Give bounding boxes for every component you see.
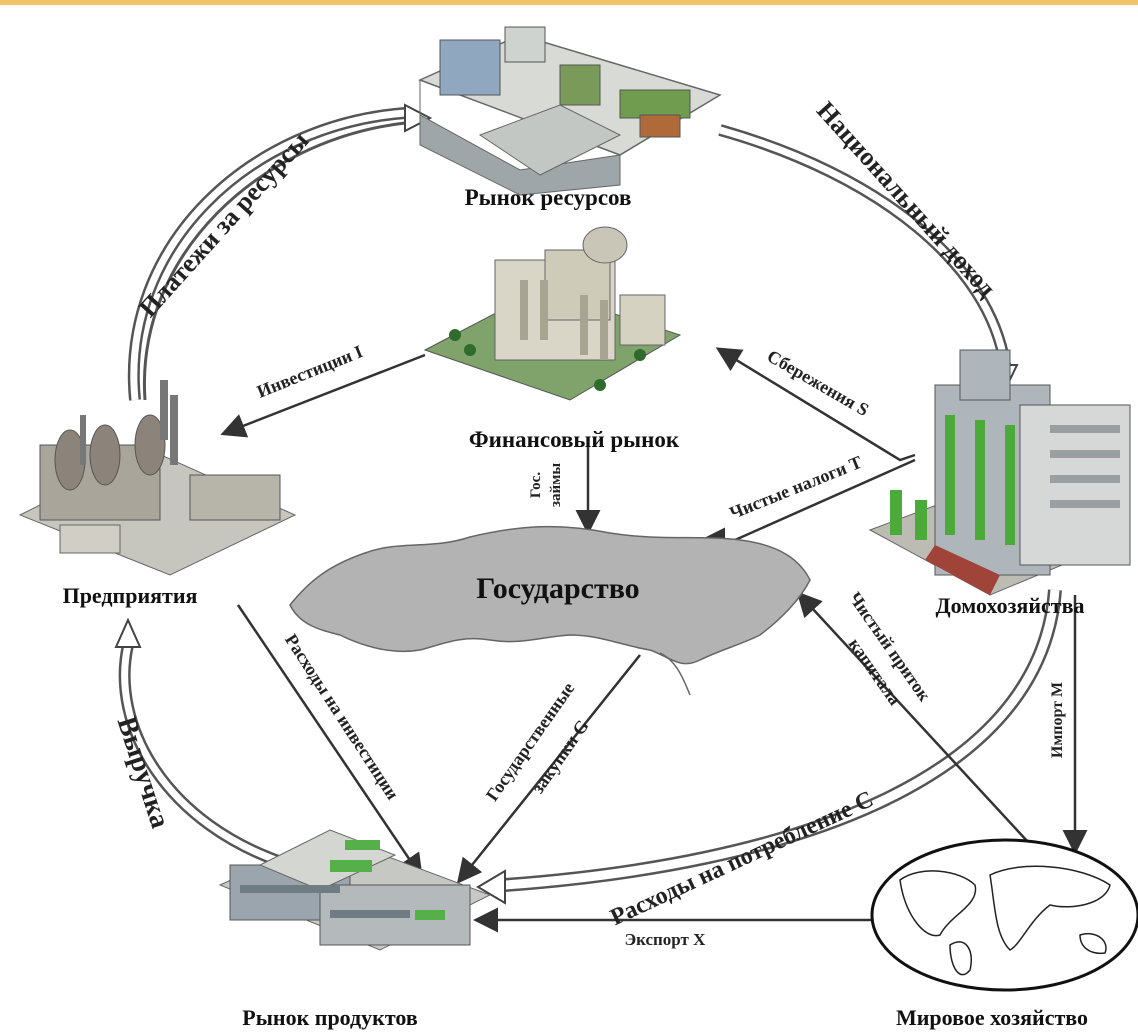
financial-market-building: [423, 226, 682, 401]
imports-label: Импорт M: [1049, 682, 1066, 758]
exports-label: Экспорт X: [625, 930, 707, 949]
product-market-building: [218, 829, 492, 951]
resource-market-label: Рынок ресурсов: [465, 185, 632, 210]
investment-label: Инвестиции I: [254, 341, 365, 402]
outer-flow-arrows: [114, 103, 1062, 905]
product-market-label: Рынок продуктов: [242, 1005, 418, 1030]
top-accent-bar: [0, 0, 1138, 5]
savings-arrow: [715, 347, 916, 462]
net-capital-arrow: [796, 591, 1041, 856]
investment-arrow: [220, 353, 426, 438]
gov-loans-label-1: Гос.: [528, 472, 544, 498]
world-economy-label: Мировое хозяйство: [896, 1005, 1088, 1030]
gov-purchases-arrow: [456, 654, 641, 884]
national-income-label: Национальный доход: [811, 96, 1001, 303]
households-building: [868, 349, 1131, 596]
financial-market-label: Финансовый рынок: [469, 427, 680, 452]
consumption-label: Расходы на потребление C: [607, 786, 878, 931]
investment-spending-arrow: [236, 604, 423, 880]
enterprises-building: [18, 380, 297, 576]
households-label: Домохозяйства: [936, 593, 1085, 618]
resource-market-building: [418, 26, 722, 196]
resource-payments-label: Платежи за ресурсы: [133, 126, 314, 323]
state-label: Государство: [476, 572, 639, 605]
enterprises-label: Предприятия: [63, 583, 198, 608]
circular-flow-diagram: Рынок ресурсов Финансовый рынок Предприя…: [18, 26, 1138, 1030]
world-map: [870, 838, 1138, 992]
state-map: [289, 525, 811, 696]
revenue-label: Выручка: [111, 713, 176, 832]
gov-loans-label-2: займы: [548, 463, 564, 507]
investment-spending-label: Расходы на инвестиции: [281, 630, 403, 803]
